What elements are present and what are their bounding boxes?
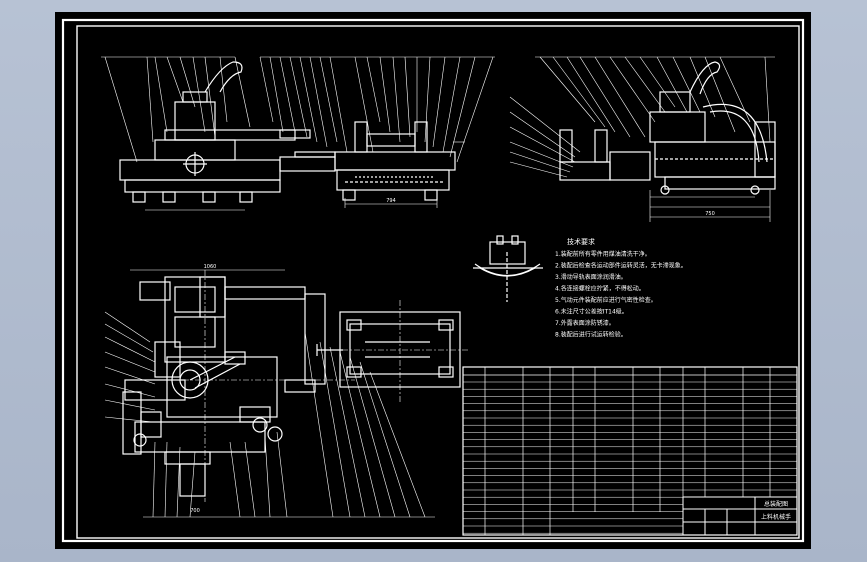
note-line: 5.气动元件装配前应进行气密性检查。 — [555, 296, 657, 304]
title-block — [682, 496, 798, 536]
drawing-canvas[interactable]: 794 — [55, 12, 811, 549]
front-dim-label: 794 — [386, 198, 396, 204]
parts-list-rows — [463, 381, 797, 534]
technical-notes: 技术要求 1.装配前所有零件用煤油清洗干净。 2.装配后检查各运动部件运转灵活，无… — [555, 237, 687, 339]
parts-list — [462, 366, 798, 536]
side-view: 750 — [509, 56, 776, 222]
plan-view: 1060 700 — [104, 264, 435, 518]
detail-view — [473, 235, 543, 302]
note-line: 4.各连接螺栓应拧紧，不得松动。 — [555, 285, 645, 293]
note-line: 3.滑动导轨表面涂润滑油。 — [555, 273, 627, 281]
plan-dim-top: 1060 — [204, 264, 217, 270]
note-line: 8.装配后进行试运转检验。 — [555, 331, 627, 339]
notes-title: 技术要求 — [567, 237, 595, 246]
plan-dim-bottom: 700 — [190, 508, 200, 514]
inner-frame — [76, 25, 800, 539]
feeder-view — [316, 300, 470, 402]
outer-frame — [61, 18, 805, 543]
note-line: 6.未注尺寸公差按IT14级。 — [555, 308, 628, 316]
note-line: 7.外露表面涂防锈漆。 — [555, 319, 615, 327]
title-block-line2: 上料机械手 — [761, 513, 791, 521]
engineering-drawing: 794 — [61, 18, 805, 543]
front-view: 794 — [101, 56, 495, 211]
side-dim-label: 750 — [705, 211, 715, 217]
note-line: 1.装配前所有零件用煤油清洗干净。 — [555, 250, 651, 258]
note-line: 2.装配后检查各运动部件运转灵活，无卡滞现象。 — [555, 262, 687, 270]
title-block-line1: 总装配图 — [764, 500, 788, 508]
